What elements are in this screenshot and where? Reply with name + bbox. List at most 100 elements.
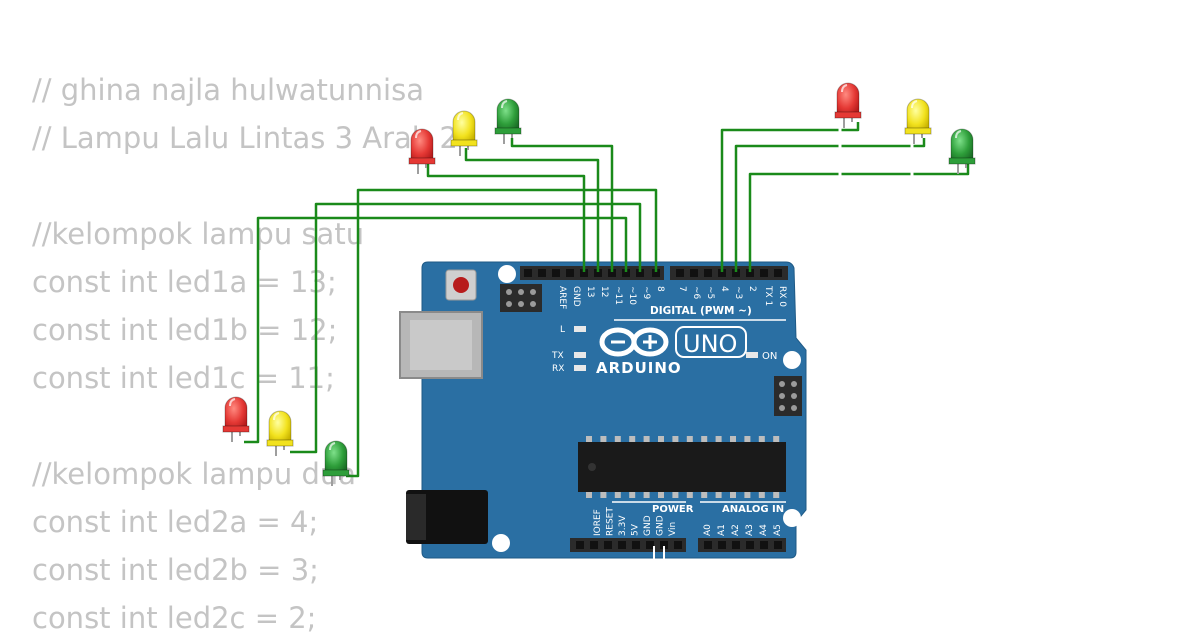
header-pin-hole[interactable] [622, 269, 630, 277]
digital-pin-label: 13 [585, 286, 595, 297]
digital-pin-label: 4 [719, 286, 729, 292]
tx-led [574, 352, 586, 358]
wire-left-red-pin13[interactable] [244, 216, 628, 444]
wire-right-red-pin4[interactable] [720, 122, 860, 272]
led-bottom-left-green[interactable] [322, 440, 350, 486]
chip-pin [744, 436, 751, 442]
chip-pin [629, 492, 636, 498]
header-pin-hole[interactable] [632, 541, 640, 549]
wire-top-yellow-pin9[interactable] [464, 148, 600, 272]
power-jack-edge [406, 494, 426, 540]
chip-notch [588, 463, 596, 471]
digital-pin-label: ~11 [613, 286, 623, 305]
header-pin-hole[interactable] [580, 269, 588, 277]
header-pin-hole[interactable] [524, 269, 532, 277]
wire-top-green-pin8[interactable] [510, 138, 614, 272]
header-pin-hole[interactable] [732, 269, 740, 277]
chip-pin [600, 436, 607, 442]
header-pin-hole[interactable] [604, 541, 612, 549]
led-top-right-yellow[interactable] [904, 98, 932, 144]
chip-pin [744, 492, 751, 498]
led-top-left-yellow[interactable] [450, 110, 478, 156]
code-line: const int led2c = 2; [32, 601, 317, 635]
rx-led-label: RX [552, 364, 564, 374]
led-top-left-green[interactable] [494, 98, 522, 144]
led-layer[interactable] [222, 82, 976, 486]
header-pin-hole[interactable] [676, 269, 684, 277]
led-top-right-red[interactable] [834, 82, 862, 128]
chip-pin [672, 436, 679, 442]
chip-pin [701, 492, 708, 498]
analog-label: ANALOG IN [722, 504, 784, 515]
led-top-left-red[interactable] [408, 128, 436, 174]
chip-pin [643, 492, 650, 498]
chip-pin [773, 492, 780, 498]
mounting-hole [498, 265, 516, 283]
header-pin-hole[interactable] [760, 541, 768, 549]
header-pin-hole[interactable] [618, 541, 626, 549]
header-pin-hole[interactable] [718, 541, 726, 549]
header-pin-hole[interactable] [660, 541, 668, 549]
header-pin-hole[interactable] [594, 269, 602, 277]
wire-left-yellow-pin12[interactable] [290, 202, 642, 454]
digital-pin-label: ~3 [733, 286, 743, 299]
header-pin-hole[interactable] [646, 541, 654, 549]
header-pin-hole[interactable] [746, 541, 754, 549]
power-pin-label: GND [643, 515, 653, 536]
analog-pin-label: A0 [703, 524, 713, 536]
led-top-right-green[interactable] [948, 128, 976, 174]
header-pin-hole[interactable] [636, 269, 644, 277]
chip-pin [658, 492, 664, 498]
reset-button-cap [453, 277, 469, 293]
model-badge [675, 326, 747, 358]
digital-label: DIGITAL (PWM ~) [650, 305, 752, 317]
header-pin-hole[interactable] [774, 541, 782, 549]
header-pin-hole[interactable] [746, 269, 754, 277]
chip-pin [730, 492, 736, 498]
header-pin-hole[interactable] [576, 541, 584, 549]
chip-pin [715, 492, 722, 498]
header-pin-hole[interactable] [718, 269, 726, 277]
wires[interactable] [244, 122, 970, 478]
header-pin-hole[interactable] [590, 541, 598, 549]
chip-pin [629, 436, 636, 442]
led-bottom-left-red[interactable] [222, 396, 250, 442]
mounting-hole [783, 509, 801, 527]
power-header [570, 538, 686, 552]
header-pin-hole[interactable] [704, 541, 712, 549]
led-bottom-left-yellow[interactable] [266, 410, 294, 456]
header-pin-hole[interactable] [774, 269, 782, 277]
bottom-header-holes[interactable] [576, 541, 782, 549]
header-pin-hole[interactable] [552, 269, 560, 277]
on-led-label: ON [762, 351, 777, 362]
code-line: const int led2b = 3; [32, 553, 319, 587]
header-pin-hole[interactable] [732, 541, 740, 549]
chip-pin [614, 492, 621, 498]
header-pin-hole[interactable] [652, 269, 660, 277]
wire-top-red-pin10[interactable] [426, 164, 586, 272]
wire-right-yellow-pin3[interactable] [734, 138, 926, 272]
header-pin-hole[interactable] [690, 269, 698, 277]
header-pin-hole[interactable] [608, 269, 616, 277]
icsp-header-right [774, 376, 802, 416]
header-pin-hole[interactable] [566, 269, 574, 277]
model-text: UNO [683, 330, 737, 358]
chip-pin [686, 492, 693, 498]
header-pin-hole[interactable] [674, 541, 682, 549]
rx-led [574, 365, 586, 371]
l-led [574, 326, 586, 332]
code-line: const int led2a = 4; [32, 505, 319, 539]
wire-left-green-pin11[interactable] [346, 188, 658, 478]
wire-right-green-pin2[interactable] [748, 164, 970, 272]
header-pin-hole[interactable] [760, 269, 768, 277]
chip-pin [586, 492, 592, 498]
digital-header-holes[interactable] [524, 269, 782, 277]
header-pin-hole[interactable] [704, 269, 712, 277]
power-jack [406, 490, 488, 544]
power-pin-label: 5V [631, 523, 641, 536]
power-pin-label: 3.3V [618, 515, 628, 536]
header-pin-hole[interactable] [538, 269, 546, 277]
power-pin-label: GND [656, 515, 666, 536]
